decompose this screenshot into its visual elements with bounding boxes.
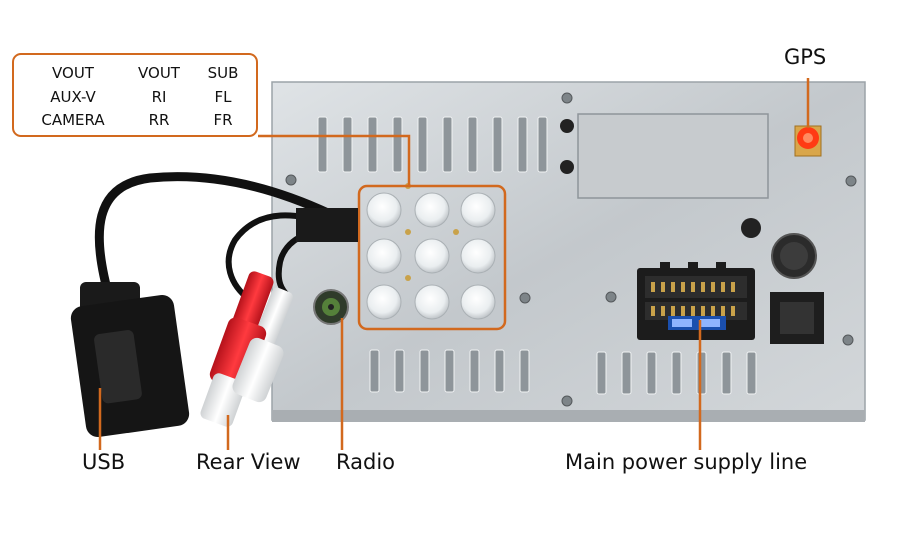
usb-label: USB [82, 450, 126, 474]
round-socket [771, 233, 817, 279]
rca-grid-callout-box [357, 184, 507, 331]
rca-plugs [200, 271, 293, 427]
channel-legend-box: VOUT VOUT SUB AUX-V RI FL CAMERA RR FR [12, 53, 258, 137]
usb-plug [70, 282, 190, 438]
label-recess [577, 113, 769, 199]
radio-label: Radio [336, 450, 396, 474]
rca-jack-grid [366, 183, 496, 320]
legend-cell: RR [148, 111, 170, 129]
legend-cell: VOUT [52, 64, 94, 82]
legend-cell: CAMERA [41, 111, 105, 129]
gps-connector [794, 125, 822, 157]
legend-cell: VOUT [138, 64, 180, 82]
pointer-lines [98, 78, 810, 450]
radio-antenna-socket [313, 289, 349, 325]
legend-cell: SUB [207, 64, 239, 82]
mounting-holes [560, 119, 761, 238]
rear-view-label: Rear View [196, 450, 301, 474]
main-power-label: Main power supply line [565, 450, 808, 474]
screws [285, 92, 857, 407]
top-vent-slots [317, 116, 548, 173]
legend-cell: FL [214, 88, 232, 106]
legend-cell: AUX-V [50, 88, 96, 106]
square-socket [770, 292, 824, 344]
legend-cell: RI [151, 88, 167, 106]
gps-label: GPS [784, 45, 827, 69]
main-power-connector [637, 262, 755, 340]
cable-grommet [296, 208, 358, 242]
legend-callout-line [258, 134, 411, 186]
legend-cell: FR [213, 111, 233, 129]
